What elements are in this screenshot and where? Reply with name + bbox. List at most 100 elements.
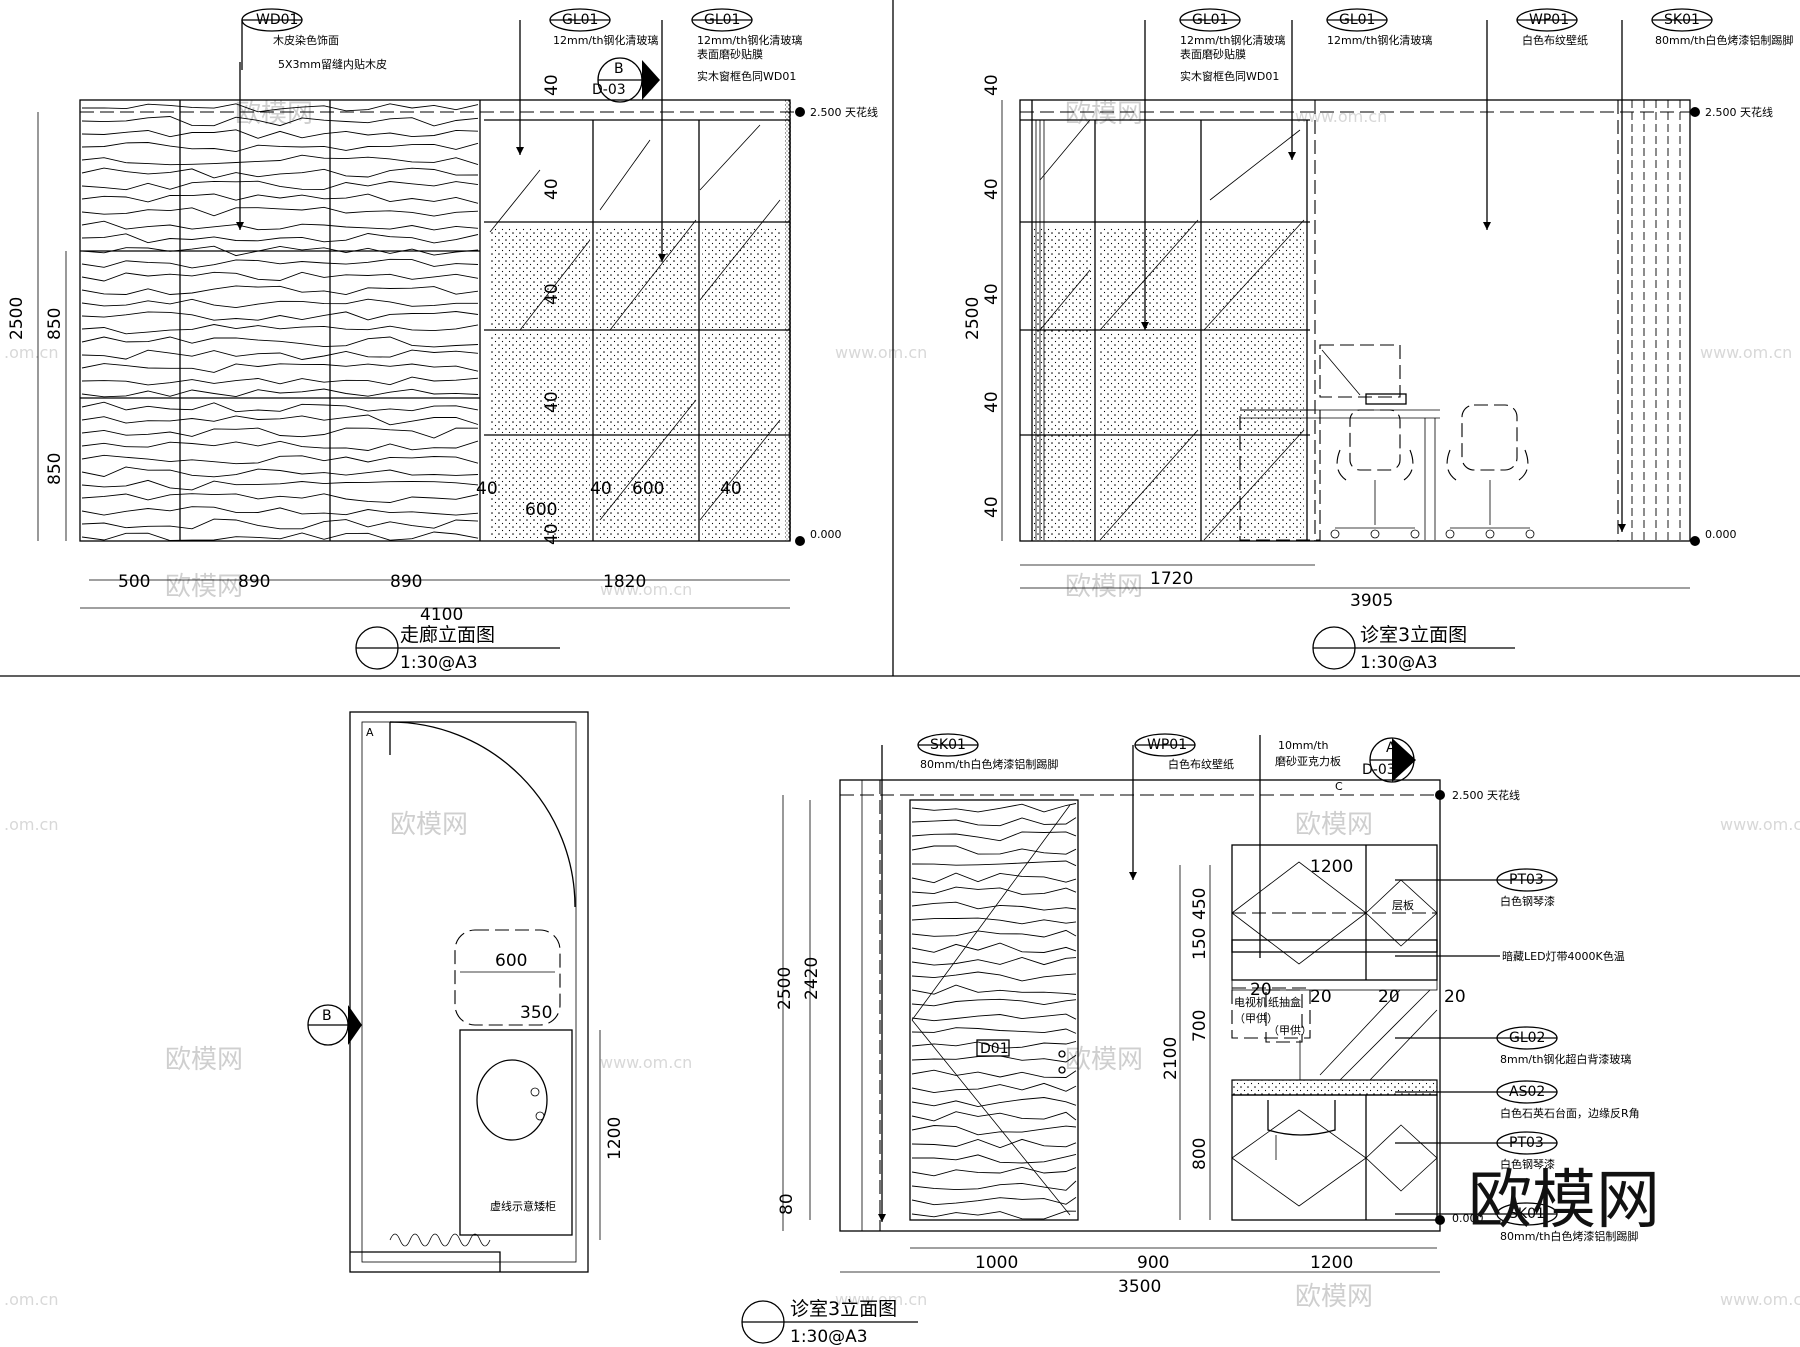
wood-grain-line: [81, 454, 479, 465]
wood-grain-line: [911, 1069, 1077, 1078]
wood-grain-line: [81, 180, 479, 191]
tag-sk01: SK01 80mm/th白色烤漆铝制踢脚: [878, 733, 1058, 1222]
wood-grain-line: [81, 376, 479, 386]
wood-grain-line: [911, 803, 1077, 813]
svg-text:电视机: 电视机: [1234, 995, 1267, 1009]
wood-grain-line: [911, 957, 1077, 966]
wood-grain-line: [81, 466, 479, 478]
floor-level: 0.000: [1452, 1212, 1484, 1225]
level-marker: [795, 536, 805, 546]
tag-gl01: GL01 12mm/th钢化清玻璃: [516, 8, 658, 155]
frosted-glass-pane: [490, 333, 590, 433]
floor-level: 0.000: [810, 528, 842, 541]
svg-text:GL01: GL01: [1339, 12, 1375, 28]
svg-text:80mm/th白色烤漆铝制踢脚: 80mm/th白色烤漆铝制踢脚: [1655, 33, 1793, 47]
svg-text:（甲供）: （甲供）: [1268, 1023, 1312, 1037]
keyboard: [1365, 393, 1407, 405]
wood-grain-line: [911, 1111, 1077, 1122]
radiator: [389, 1233, 491, 1247]
wood-grain-line: [911, 1097, 1077, 1108]
svg-text:3500: 3500: [1118, 1277, 1161, 1297]
level-marker: [1435, 790, 1445, 800]
watermark-cn: 欧模网: [1065, 1045, 1143, 1075]
svg-text:纸抽盒: 纸抽盒: [1268, 995, 1301, 1009]
svg-text:AS02: AS02: [1509, 1084, 1545, 1100]
gl-note: 表面磨砂贴膜: [697, 47, 763, 61]
svg-text:850: 850: [45, 308, 65, 340]
svg-text:2500: 2500: [7, 297, 27, 340]
svg-text:白色钢琴漆: 白色钢琴漆: [1500, 1157, 1555, 1171]
watermark-site: .om.cn: [4, 343, 58, 362]
wood-grain-line: [81, 349, 479, 360]
wood-grain-line: [81, 531, 479, 541]
wood-grain-line: [81, 506, 479, 516]
wood-grain-line: [81, 220, 479, 231]
glass-hatch: [489, 124, 781, 521]
door-d01: [909, 799, 1079, 1221]
dispenser-box: [1231, 987, 1311, 1039]
plan-corner-mark: A: [366, 726, 374, 739]
level-marker: [795, 107, 805, 117]
watermark-site: www.om.cn: [1295, 107, 1387, 126]
svg-text:20: 20: [1250, 980, 1272, 1000]
watermark-site: www.om.cn: [835, 343, 927, 362]
wood-grain-line: [81, 245, 479, 257]
level-marker: [1690, 107, 1700, 117]
svg-text:40: 40: [476, 479, 498, 499]
svg-text:D-03: D-03: [592, 82, 626, 98]
svg-text:PT03: PT03: [1509, 872, 1544, 888]
view-title: 走廊立面图 1:30@A3: [355, 624, 560, 673]
section-marker-b: B D-03: [592, 57, 660, 103]
wood-grain-line: [81, 271, 479, 282]
svg-text:白色布纹壁纸: 白色布纹壁纸: [1168, 757, 1234, 771]
svg-text:600: 600: [525, 500, 557, 520]
wood-grain-line: [911, 1013, 1077, 1022]
wood-grain-line: [81, 154, 479, 166]
wood-grain-line: [81, 518, 479, 530]
elevation-outline: [1019, 99, 1691, 542]
svg-text:40: 40: [982, 74, 1002, 96]
dimension-chain: 2500 850 850 500 890 890 1820 4100 40 40…: [7, 74, 790, 625]
plan-outline: [349, 711, 589, 1273]
watermark-site: www.om.cn: [600, 1053, 692, 1072]
mullion-lines: [1035, 120, 1045, 540]
wood-grain-line: [911, 872, 1077, 884]
watermark-site: www.om.cn: [1720, 1290, 1800, 1309]
svg-text:40: 40: [542, 523, 562, 545]
svg-text:40: 40: [542, 74, 562, 96]
office-chair: [1330, 409, 1420, 539]
sink-basin: [476, 1059, 548, 1141]
c-mark: C: [1335, 780, 1343, 793]
svg-text:2500: 2500: [775, 967, 795, 1010]
tag-gl01: GL01 12mm/th钢化清玻璃 表面磨砂贴膜 实木窗框色同WD01: [1141, 8, 1285, 330]
door-swing-lines: [911, 804, 1071, 1216]
wood-grain-line: [911, 1180, 1077, 1191]
svg-text:白色石英石台面，边缘反R角: 白色石英石台面，边缘反R角: [1500, 1106, 1640, 1120]
svg-text:800: 800: [1190, 1138, 1210, 1170]
frosted-glass-pane: [490, 438, 590, 538]
office-chair: [1445, 404, 1535, 539]
watermark-site: www.om.cn: [835, 1290, 927, 1309]
frosted-glass-pane: [1098, 333, 1198, 433]
watermark-layer: 欧模网 欧模网 欧模网 欧模网 欧模网 欧模网 欧模网 欧模网 欧模网 www.…: [4, 99, 1800, 1312]
svg-text:700: 700: [1190, 1010, 1210, 1042]
svg-text:诊室3立面图: 诊室3立面图: [790, 1298, 897, 1320]
gl-note: 12mm/th钢化清玻璃: [697, 33, 802, 47]
plan-dim: 1200: [605, 1117, 625, 1160]
view-title: 诊室3立面图 1:30@A3: [741, 1298, 918, 1347]
gl-note: 实木窗框色同WD01: [697, 69, 796, 83]
wall-section: [785, 100, 791, 541]
svg-text:1200: 1200: [1310, 1253, 1353, 1273]
svg-text:40: 40: [982, 391, 1002, 413]
svg-text:2500: 2500: [963, 297, 983, 340]
frosted-glass-pane: [596, 228, 696, 328]
window-frame: [484, 119, 791, 541]
svg-text:A: A: [1386, 740, 1396, 756]
svg-text:1:30@A3: 1:30@A3: [790, 1327, 868, 1347]
clinic-room3-elevation-a: 2.500 天花线 0.000 GL01 12mm/th钢化清玻璃 表面磨砂贴膜…: [963, 8, 1793, 673]
svg-text:GL01: GL01: [562, 12, 598, 28]
chair-plan: [454, 929, 561, 1026]
wood-grain-line: [911, 845, 1077, 855]
acrylic-panel-note: 10mm/th 磨砂亚克力板: [1259, 735, 1341, 958]
svg-text:40: 40: [542, 178, 562, 200]
